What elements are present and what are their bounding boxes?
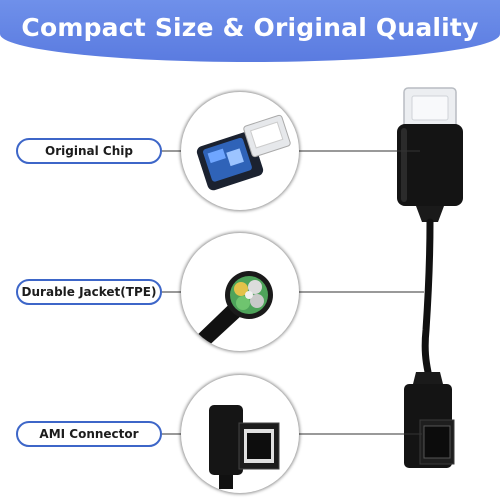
feature-label: AMI Connector	[39, 427, 139, 441]
header-banner	[0, 0, 500, 62]
feature-label: Durable Jacket(TPE)	[21, 285, 157, 299]
feature-pill-ami-connector: AMI Connector	[16, 421, 162, 447]
feature-label: Original Chip	[45, 144, 133, 158]
feature-pill-original-chip: Original Chip	[16, 138, 162, 164]
feature-pill-durable-jacket: Durable Jacket(TPE)	[16, 279, 162, 305]
ami-connector-icon	[181, 375, 299, 493]
banner-title: Compact Size & Original Quality	[21, 13, 479, 42]
chip-closeup-icon	[181, 92, 299, 210]
cable-line	[421, 218, 434, 376]
cable-cross-section-icon	[181, 233, 299, 351]
lightning-housing	[397, 124, 463, 206]
